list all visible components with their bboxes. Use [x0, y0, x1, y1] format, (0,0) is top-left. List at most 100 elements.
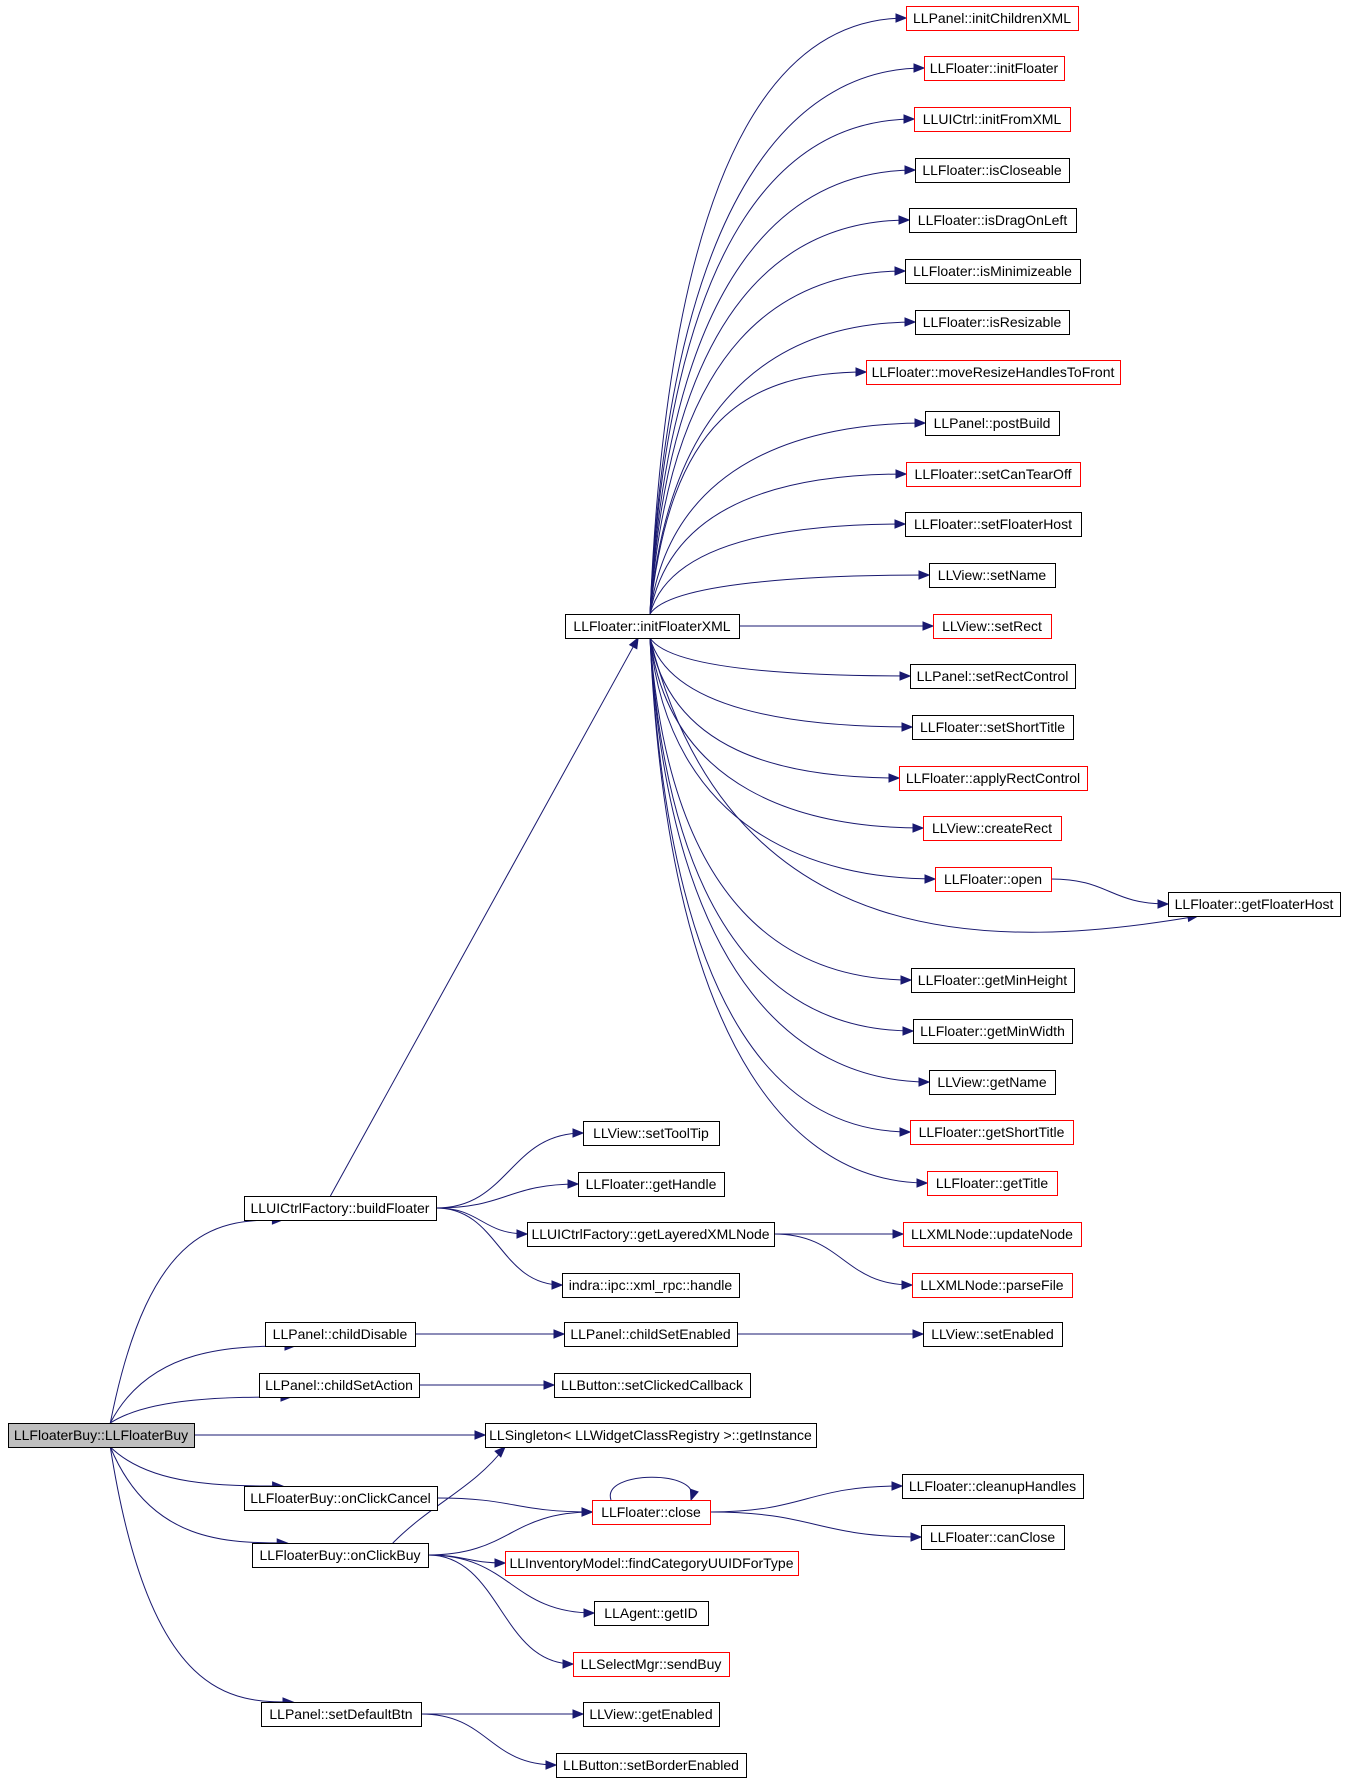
node-label: LLSelectMgr::sendBuy: [581, 1656, 722, 1672]
node-getHandle[interactable]: LLFloater::getHandle: [578, 1172, 725, 1197]
edge-arrow: [900, 975, 913, 985]
node-initFromXML[interactable]: LLUICtrl::initFromXML: [914, 107, 1071, 132]
edge-arrow: [572, 1128, 585, 1138]
node-moveResize[interactable]: LLFloater::moveResizeHandlesToFront: [866, 360, 1121, 385]
edge-line: [649, 574, 930, 615]
node-postBuild[interactable]: LLPanel::postBuild: [925, 411, 1060, 436]
node-getTitle[interactable]: LLFloater::getTitle: [927, 1171, 1058, 1196]
node-initFloater[interactable]: LLFloater::initFloater: [924, 56, 1065, 81]
node-sendBuy[interactable]: LLSelectMgr::sendBuy: [573, 1652, 730, 1677]
edge-initFloaterXML-to-isDragOnLeft: [649, 215, 911, 615]
node-getLayeredXMLNode[interactable]: LLUICtrlFactory::getLayeredXMLNode: [527, 1222, 775, 1247]
edge-arrow: [910, 1532, 923, 1542]
node-label: LLFloater::cleanupHandles: [909, 1478, 1076, 1494]
edge-initFloaterXML-to-setShortTitle: [649, 637, 914, 732]
node-label: LLFloater::canClose: [930, 1529, 1056, 1545]
node-findCategory[interactable]: LLInventoryModel::findCategoryUUIDForTyp…: [505, 1551, 799, 1576]
node-setRectControl[interactable]: LLPanel::setRectControl: [910, 664, 1076, 689]
edge-onClickBuy-to-getID: [427, 1554, 596, 1618]
edge-line: [649, 169, 916, 615]
edge-arrow: [1157, 899, 1170, 909]
node-isMinimizeable[interactable]: LLFloater::isMinimizeable: [905, 259, 1081, 284]
node-updateNode[interactable]: LLXMLNode::updateNode: [903, 1222, 1082, 1247]
node-getInstance[interactable]: LLSingleton< LLWidgetClassRegistry >::ge…: [485, 1423, 817, 1448]
node-getMinHeight[interactable]: LLFloater::getMinHeight: [911, 968, 1075, 993]
node-isDragOnLeft[interactable]: LLFloater::isDragOnLeft: [909, 208, 1077, 233]
node-xmlRpcHandle[interactable]: indra::ipc::xml_rpc::handle: [562, 1273, 740, 1298]
node-box: [244, 1486, 438, 1511]
edge-line: [610, 1476, 692, 1501]
node-box: [935, 867, 1052, 892]
node-createRect[interactable]: LLView::createRect: [923, 816, 1062, 841]
node-box: [903, 1222, 1082, 1247]
node-setToolTip[interactable]: LLView::setToolTip: [583, 1121, 720, 1146]
edge-onClickBuy-to-findCategory: [427, 1554, 507, 1568]
node-canClose[interactable]: LLFloater::canClose: [921, 1525, 1065, 1550]
node-box: [592, 1500, 711, 1525]
node-box: [573, 1652, 730, 1677]
node-setName[interactable]: LLView::setName: [929, 563, 1056, 588]
edge-initFloaterXML-to-getTitle: [649, 637, 929, 1188]
edge-initFloaterXML-to-getShortTitle: [649, 637, 912, 1137]
edge-initFloaterXML-to-moveResize: [649, 367, 868, 615]
node-setShortTitle[interactable]: LLFloater::setShortTitle: [912, 715, 1074, 740]
node-childDisable[interactable]: LLPanel::childDisable: [265, 1322, 416, 1347]
node-applyRectControl[interactable]: LLFloater::applyRectControl: [899, 766, 1088, 791]
node-label: LLView::createRect: [932, 820, 1052, 836]
node-root[interactable]: LLFloaterBuy::LLFloaterBuy: [8, 1423, 195, 1448]
node-parseFile[interactable]: LLXMLNode::parseFile: [912, 1273, 1073, 1298]
edge-line: [649, 637, 928, 1184]
node-getID[interactable]: LLAgent::getID: [594, 1601, 709, 1626]
node-label: LLPanel::initChildrenXML: [913, 10, 1071, 26]
node-setBorderEnabled[interactable]: LLButton::setBorderEnabled: [556, 1753, 747, 1778]
node-onClickCancel[interactable]: LLFloaterBuy::onClickCancel: [244, 1486, 438, 1511]
node-initChildrenXML[interactable]: LLPanel::initChildrenXML: [906, 6, 1079, 31]
node-box: [562, 1273, 740, 1298]
node-cleanupHandles[interactable]: LLFloater::cleanupHandles: [902, 1474, 1084, 1499]
node-close[interactable]: LLFloater::close: [592, 1500, 711, 1525]
edge-initFloaterXML-to-applyRectControl: [649, 637, 901, 783]
edge-arrow: [494, 1558, 507, 1568]
edge-arrow: [551, 1280, 564, 1290]
edge-close-to-cleanupHandles: [709, 1481, 904, 1513]
edge-arrow: [545, 1760, 558, 1770]
node-label: LLAgent::getID: [604, 1605, 697, 1621]
node-box: [554, 1373, 751, 1398]
node-open[interactable]: LLFloater::open: [935, 867, 1052, 892]
node-isCloseable[interactable]: LLFloater::isCloseable: [915, 158, 1070, 183]
node-label: LLView::setEnabled: [931, 1326, 1053, 1342]
node-getMinWidth[interactable]: LLFloater::getMinWidth: [913, 1019, 1073, 1044]
node-getName[interactable]: LLView::getName: [929, 1070, 1056, 1095]
node-onClickBuy[interactable]: LLFloaterBuy::onClickBuy: [252, 1543, 429, 1568]
edge-buildFloater-to-xmlRpcHandle: [435, 1207, 564, 1290]
node-setDefaultBtn[interactable]: LLPanel::setDefaultBtn: [261, 1702, 422, 1727]
node-setCanTearOff[interactable]: LLFloater::setCanTearOff: [906, 462, 1081, 487]
node-setRect[interactable]: LLView::setRect: [933, 614, 1052, 639]
edge-line: [392, 1446, 506, 1544]
edge-arrow: [918, 1077, 931, 1087]
node-box: [1168, 892, 1341, 917]
node-label: LLFloater::getFloaterHost: [1175, 896, 1334, 912]
node-box: [910, 664, 1076, 689]
node-label: LLFloater::isCloseable: [922, 162, 1062, 178]
node-isResizable[interactable]: LLFloater::isResizable: [915, 310, 1070, 335]
node-getShortTitle[interactable]: LLFloater::getShortTitle: [910, 1120, 1074, 1145]
edge-buildFloater-to-getHandle: [435, 1179, 580, 1209]
node-getFloaterHost[interactable]: LLFloater::getFloaterHost: [1168, 892, 1341, 917]
node-label: LLFloater::getMinWidth: [920, 1023, 1065, 1039]
node-buildFloater[interactable]: LLUICtrlFactory::buildFloater: [244, 1196, 437, 1221]
edge-line: [109, 1446, 288, 1544]
edge-arrow: [892, 1229, 905, 1239]
edge-buildFloater-to-setToolTip: [435, 1128, 585, 1209]
node-setClickedCallback[interactable]: LLButton::setClickedCallback: [554, 1373, 751, 1398]
node-getEnabled[interactable]: LLView::getEnabled: [583, 1702, 720, 1727]
node-setFloaterHost[interactable]: LLFloater::setFloaterHost: [905, 512, 1082, 537]
node-label: LLView::getName: [937, 1074, 1046, 1090]
node-childSetAction[interactable]: LLPanel::childSetAction: [259, 1373, 420, 1398]
node-label: LLPanel::setDefaultBtn: [269, 1706, 412, 1722]
edge-arrow: [562, 1659, 575, 1669]
node-initFloaterXML[interactable]: LLFloater::initFloaterXML: [565, 614, 740, 639]
edge-line: [649, 422, 926, 615]
node-childSetEnabled[interactable]: LLPanel::childSetEnabled: [564, 1322, 738, 1347]
node-setEnabled[interactable]: LLView::setEnabled: [923, 1322, 1063, 1347]
